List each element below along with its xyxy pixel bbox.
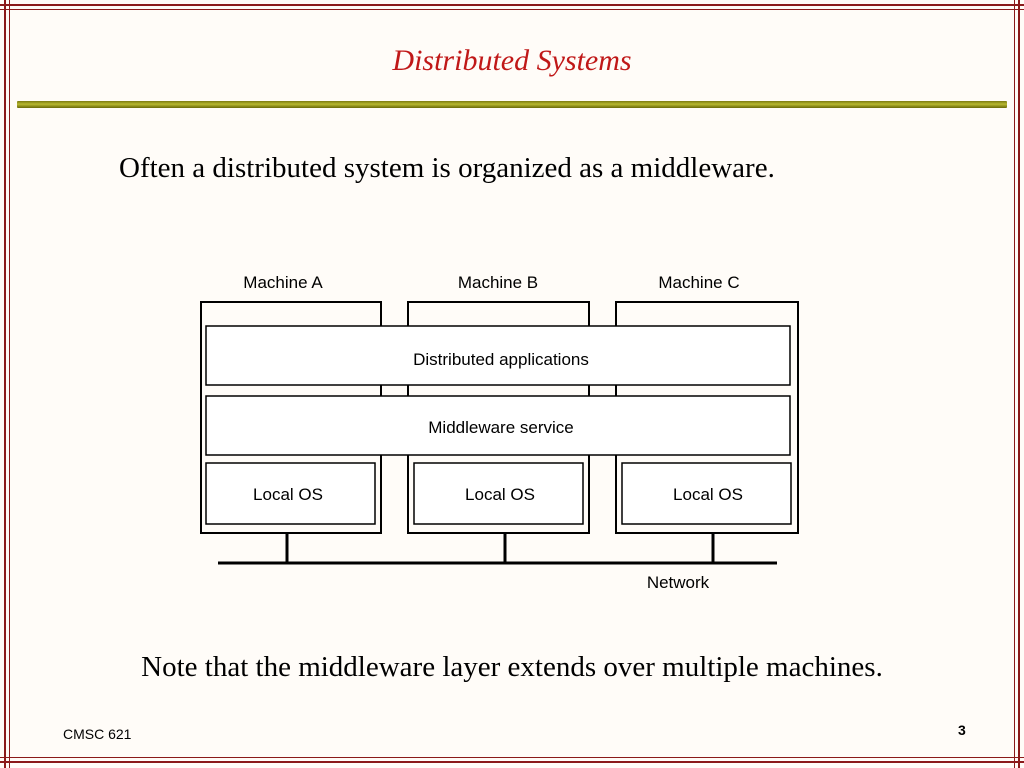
local-os-box-c (621, 462, 792, 525)
applications-layer (205, 325, 791, 386)
local-os-label-b: Local OS (465, 485, 535, 504)
frame-top-border-inner (0, 9, 1024, 10)
machine-a-label: Machine A (243, 273, 323, 292)
title-rule (17, 101, 1007, 108)
local-os-label-c: Local OS (673, 485, 743, 504)
middleware-label: Middleware service (428, 418, 574, 437)
middleware-layer (205, 395, 791, 456)
frame-right-border-inner (1018, 0, 1020, 768)
frame-left-border-inner (9, 0, 10, 768)
frame-bottom-border (0, 757, 1024, 758)
local-os-box-a (205, 462, 376, 525)
note-text: Note that the middleware layer extends o… (141, 651, 883, 683)
frame-top-border (0, 4, 1024, 6)
local-os-box-b (413, 462, 584, 525)
machine-c-label: Machine C (658, 273, 739, 292)
page-number: 3 (958, 722, 966, 738)
frame-bottom-border-inner (0, 761, 1024, 763)
frame-right-border (1014, 0, 1015, 768)
machine-b-label: Machine B (458, 273, 538, 292)
slide-title: Distributed Systems (392, 44, 632, 77)
frame-left-border (4, 0, 6, 768)
course-label: CMSC 621 (63, 726, 132, 742)
applications-label: Distributed applications (413, 350, 589, 369)
local-os-label-a: Local OS (253, 485, 323, 504)
network-label: Network (647, 573, 710, 592)
intro-text: Often a distributed system is organized … (119, 152, 775, 184)
